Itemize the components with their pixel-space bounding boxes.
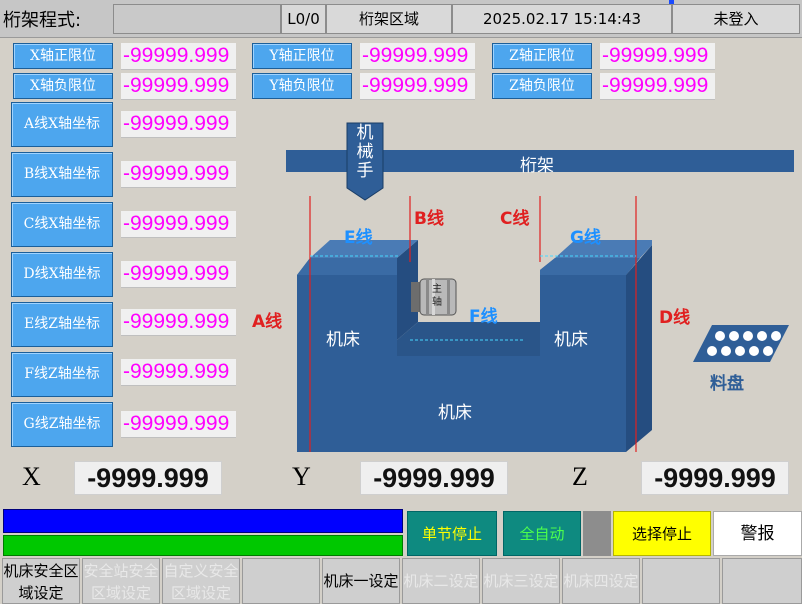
line-c-value[interactable]: -99999.999 (121, 211, 236, 238)
y-pos-limit-button[interactable]: Y轴正限位 (252, 43, 352, 69)
line-f-button[interactable]: F线Z轴坐标 (11, 352, 113, 397)
machine-front (297, 258, 640, 452)
machine-label-right: 机床 (554, 330, 588, 350)
tray-icon (693, 325, 789, 362)
layer-indicator: L0/0 (281, 4, 326, 34)
z-pos-limit-value[interactable]: -99999.999 (600, 43, 715, 70)
x-pos-limit-value[interactable]: -99999.999 (121, 43, 236, 70)
alarm-button[interactable]: 警报 (713, 511, 802, 556)
z-axis-value: -9999.999 (641, 461, 789, 495)
machine-side (626, 245, 652, 452)
z-neg-limit-value[interactable]: -99999.999 (600, 73, 715, 100)
tray-label: 料盘 (710, 374, 744, 394)
datetime-display: 2025.02.17 15:14:43 (452, 4, 672, 34)
login-status[interactable]: 未登入 (672, 4, 800, 34)
x-axis-value: -9999.999 (74, 461, 222, 495)
line-b-label: B线 (414, 209, 444, 229)
line-a-button[interactable]: A线X轴坐标 (11, 102, 113, 147)
y-pos-limit-value[interactable]: -99999.999 (360, 43, 475, 70)
line-e-value[interactable]: -99999.999 (121, 309, 236, 336)
line-f-value[interactable]: -99999.999 (121, 359, 236, 386)
machine-safe-area-button[interactable]: 机床安全区域设定 (2, 558, 80, 604)
bottom-button-10[interactable] (722, 558, 802, 604)
machine-4-settings-button[interactable]: 机床四设定 (562, 558, 640, 604)
bottom-button-4[interactable] (242, 558, 320, 604)
machine-label-base: 机床 (438, 403, 472, 423)
progress-bar-green (3, 535, 403, 556)
y-axis-label: Y (292, 462, 311, 491)
y-neg-limit-button[interactable]: Y轴负限位 (252, 73, 352, 99)
line-g-value[interactable]: -99999.999 (121, 411, 236, 438)
line-d-button[interactable]: D线X轴坐标 (11, 252, 113, 297)
line-g-label: G线 (570, 228, 601, 248)
truss-bar (286, 150, 794, 172)
machine-label-left: 机床 (326, 330, 360, 350)
line-b-value[interactable]: -99999.999 (121, 161, 236, 188)
line-f-label: F线 (469, 307, 498, 327)
x-pos-limit-button[interactable]: X轴正限位 (13, 43, 113, 69)
select-stop-button[interactable]: 选择停止 (613, 511, 711, 556)
manipulator-label: 机械手 (356, 123, 374, 181)
line-b-button[interactable]: B线X轴坐标 (11, 152, 113, 197)
single-block-stop-button[interactable]: 单节停止 (407, 511, 497, 556)
y-neg-limit-value[interactable]: -99999.999 (360, 73, 475, 100)
spindle-label: 主轴 (432, 284, 442, 308)
line-c-label: C线 (500, 209, 530, 229)
program-field[interactable] (113, 4, 281, 34)
spindle (411, 278, 457, 316)
x-neg-limit-value[interactable]: -99999.999 (121, 73, 236, 100)
safe-station-area-button[interactable]: 安全站安全区域设定 (82, 558, 160, 604)
manipulator-shape (346, 122, 384, 201)
line-a-label: A线 (252, 312, 283, 332)
x-axis-label: X (22, 462, 41, 491)
line-d-value[interactable]: -99999.999 (121, 261, 236, 288)
progress-bar-blue (3, 509, 403, 533)
area-indicator: 桁架区域 (326, 4, 452, 34)
top-bar: 桁架程式: L0/0 桁架区域 2025.02.17 15:14:43 未登入 (0, 0, 802, 38)
line-e-button[interactable]: E线Z轴坐标 (11, 302, 113, 347)
z-axis-label: Z (572, 462, 588, 491)
line-d-label: D线 (659, 308, 691, 328)
machine-2-settings-button[interactable]: 机床二设定 (402, 558, 480, 604)
custom-safe-area-button[interactable]: 自定义安全区域设定 (162, 558, 240, 604)
z-neg-limit-button[interactable]: Z轴负限位 (492, 73, 592, 99)
full-auto-button[interactable]: 全自动 (503, 511, 581, 556)
machine-3-settings-button[interactable]: 机床三设定 (482, 558, 560, 604)
line-g-button[interactable]: G线Z轴坐标 (11, 402, 113, 447)
bottom-button-9[interactable] (642, 558, 720, 604)
line-e-label: E线 (344, 228, 373, 248)
z-pos-limit-button[interactable]: Z轴正限位 (492, 43, 592, 69)
line-c-button[interactable]: C线X轴坐标 (11, 202, 113, 247)
indicator-dot (669, 0, 674, 4)
machine-1-settings-button[interactable]: 机床一设定 (322, 558, 400, 604)
line-a-value[interactable]: -99999.999 (121, 111, 236, 138)
truss-label: 桁架 (520, 156, 554, 176)
y-axis-value: -9999.999 (360, 461, 508, 495)
status-spacer (583, 511, 611, 556)
x-neg-limit-button[interactable]: X轴负限位 (13, 73, 113, 99)
program-title: 桁架程式: (3, 10, 82, 31)
